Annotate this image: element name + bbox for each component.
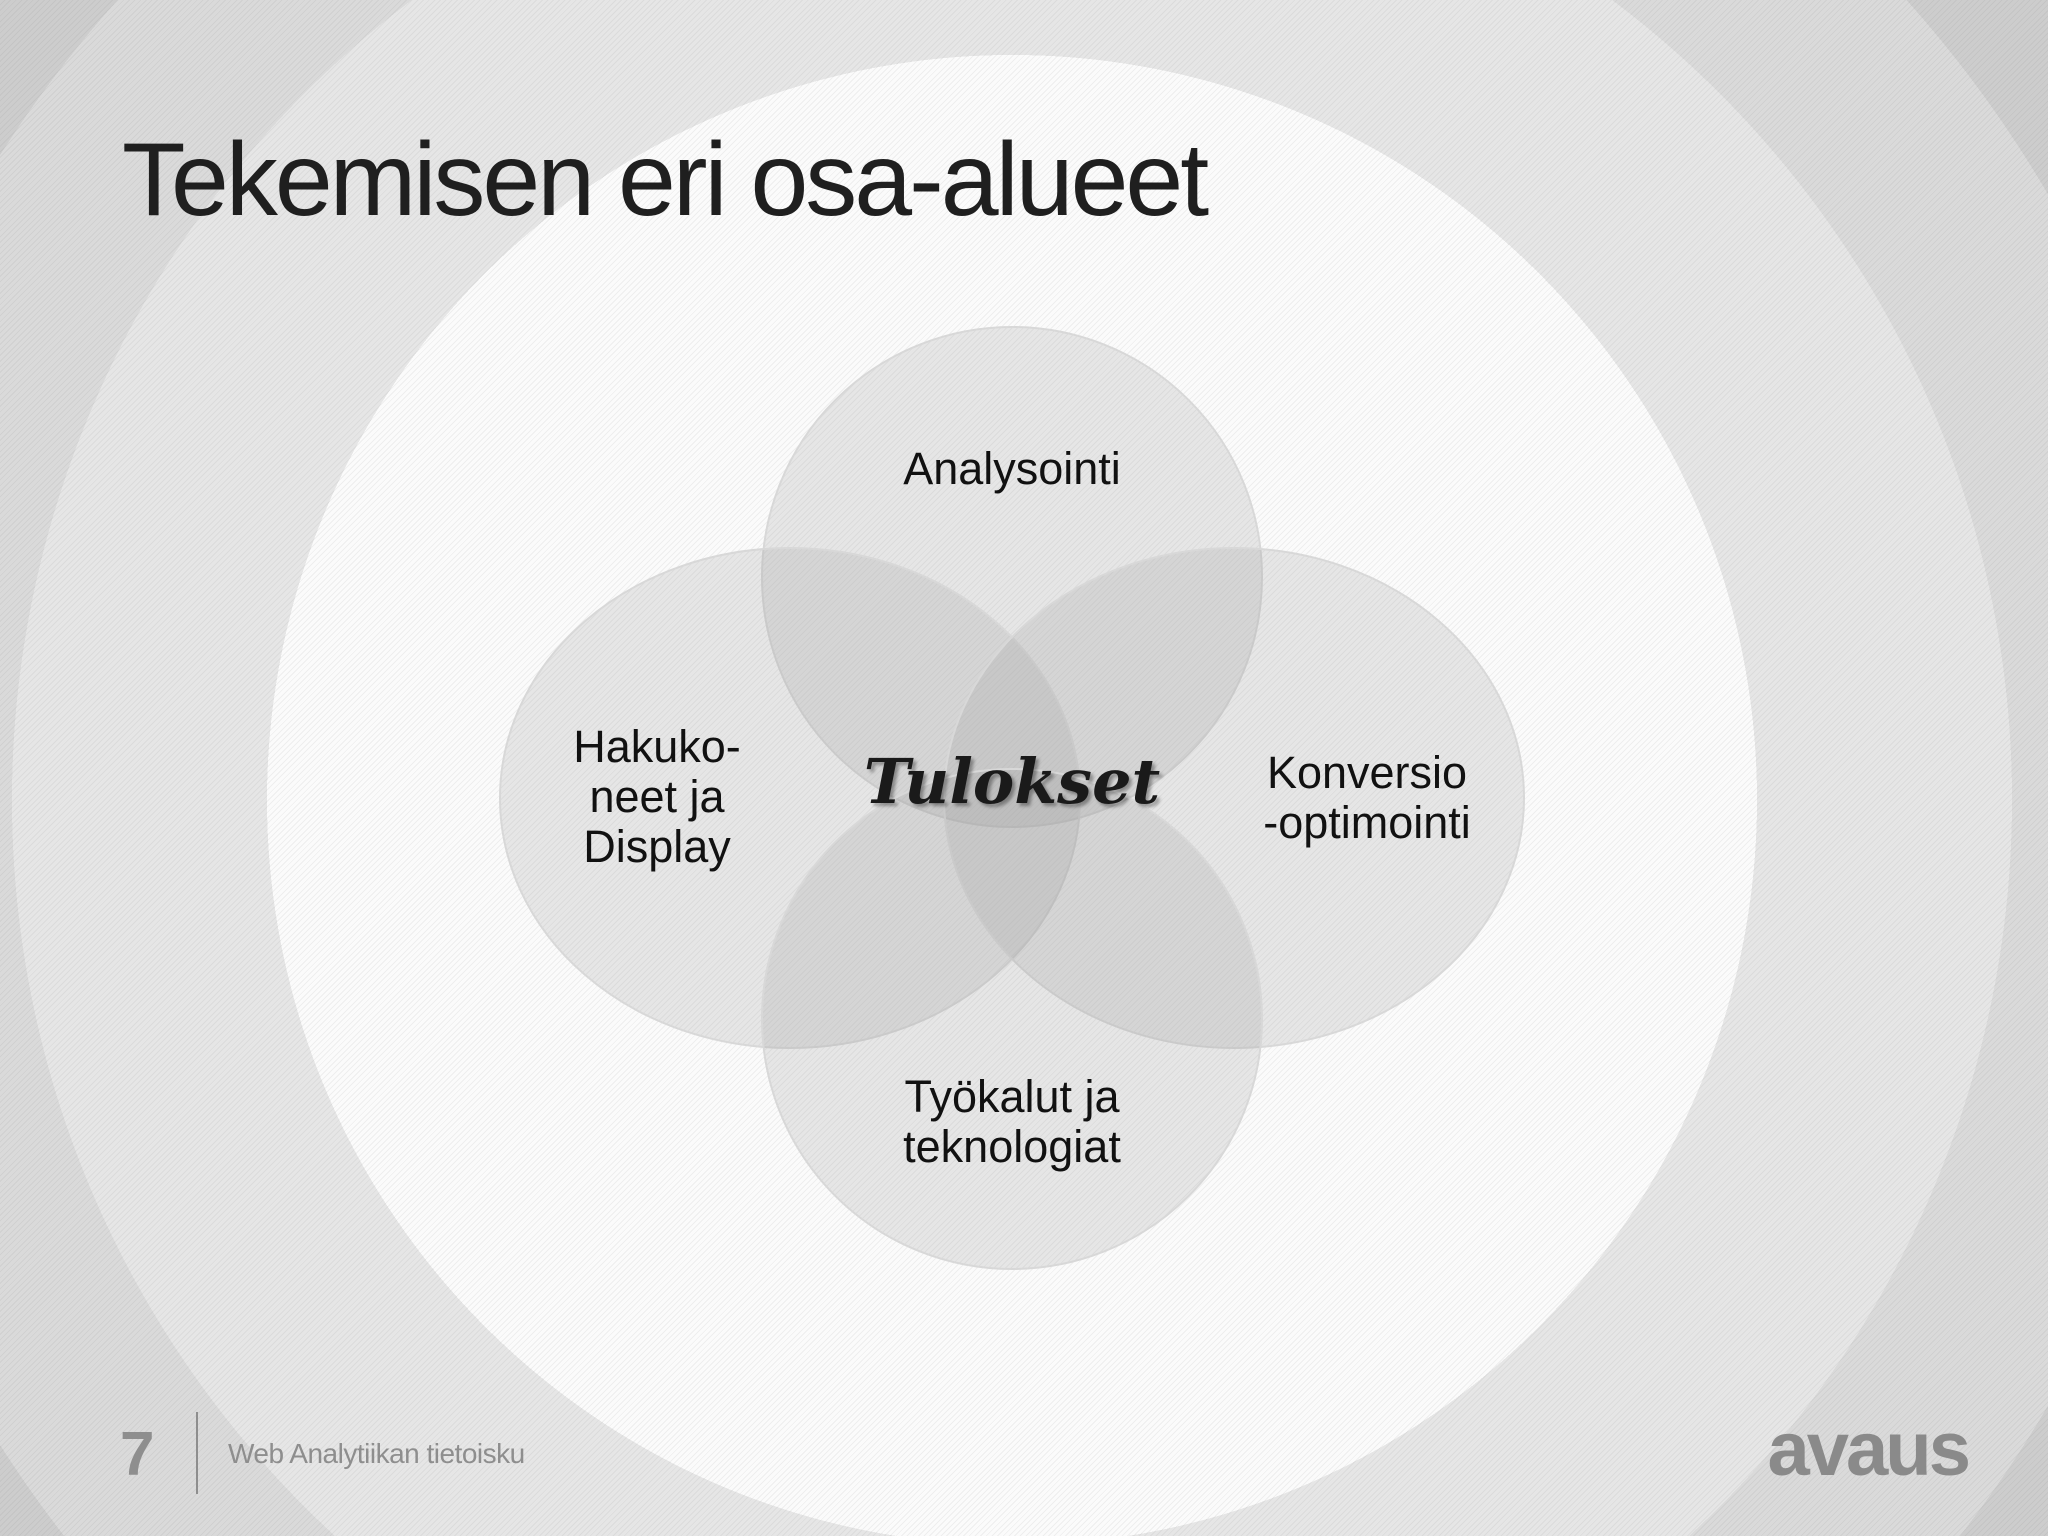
footer-divider: [196, 1412, 198, 1494]
slide-title: Tekemisen eri osa-alueet: [122, 122, 1209, 238]
page-number: 7: [120, 1420, 155, 1489]
circle-left: [499, 547, 1081, 1049]
circle-right: [943, 547, 1525, 1049]
venn-center-label: Tulokset: [863, 745, 1161, 818]
venn-label-konversio: Konversio -optimointi: [1263, 747, 1471, 848]
circle-bottom: [761, 768, 1263, 1270]
venn-label-tyokalut: Työkalut ja teknologiat: [903, 1071, 1121, 1172]
venn-label-hakukoneet: Hakuko- neet ja Display: [573, 721, 741, 872]
avaus-logo: avaus: [1767, 1407, 1972, 1492]
circle-top: [761, 326, 1263, 828]
venn-label-analysointi: Analysointi: [903, 443, 1121, 494]
footer-subtitle: Web Analytiikan tietoisku: [228, 1438, 525, 1469]
